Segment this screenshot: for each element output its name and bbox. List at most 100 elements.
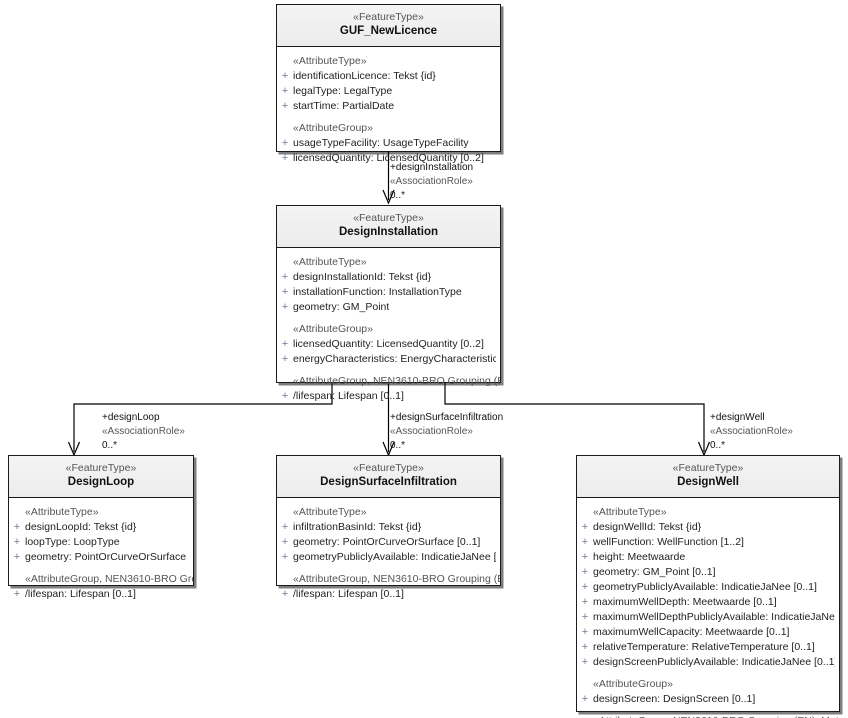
attribute-row: + designScreenPubliclyAvailable: Indicat… xyxy=(577,655,839,670)
visibility-marker: + xyxy=(581,656,589,668)
class-box-design-well[interactable]: «FeatureType» DesignWell «AttributeType»… xyxy=(576,455,840,718)
visibility-marker: + xyxy=(281,271,289,283)
attribute-row: + infiltrationBasinId: Tekst {id} xyxy=(277,520,500,535)
class-header-design-loop: «FeatureType» DesignLoop xyxy=(9,456,193,498)
visibility-marker: + xyxy=(13,551,21,563)
visibility-marker: + xyxy=(281,137,289,149)
attribute-text: infiltrationBasinId: Tekst {id} xyxy=(293,521,422,533)
attribute-text: identificationLicence: Tekst {id} xyxy=(293,70,436,82)
attribute-row: + /lifespan: Lifespan [0..1] xyxy=(277,389,500,404)
association-label-design-loop: +designLoop «AssociationRole» 0..* xyxy=(102,411,185,453)
attribute-row: + startTime: PartialDate xyxy=(277,99,500,114)
attribute-row: + maximumWellDepth: Meetwaarde [0..1] xyxy=(577,595,839,610)
attribute-text: height: Meetwaarde xyxy=(593,551,686,563)
attribute-row: + geometry: GM_Point xyxy=(277,300,500,315)
attribute-text: loopType: LoopType xyxy=(25,536,120,548)
class-box-design-loop[interactable]: «FeatureType» DesignLoop «AttributeType»… xyxy=(8,455,194,600)
attribute-text: geometry: GM_Point [0..1] xyxy=(593,566,716,578)
attribute-text: energyCharacteristics: EnergyCharacteris… xyxy=(293,353,496,365)
attribute-text: installationFunction: InstallationType xyxy=(293,286,462,298)
attribute-row: + maximumWellDepthPubliclyAvailable: Ind… xyxy=(577,610,839,625)
attribute-text: maximumWellCapacity: Meetwaarde [0..1] xyxy=(593,626,790,638)
attribute-text: geometry: PointOrCurveOrSurface [0..1] xyxy=(25,551,189,563)
attribute-text: startTime: PartialDate xyxy=(293,100,395,112)
attribute-row: + wellFunction: WellFunction [1..2] xyxy=(577,535,839,550)
attribute-text: /lifespan: Lifespan [0..1] xyxy=(25,588,136,600)
class-stereotype: «FeatureType» xyxy=(672,462,744,474)
attribute-row: + maximumWellCapacity: Meetwaarde [0..1] xyxy=(577,625,839,640)
class-header-design-installation: «FeatureType» DesignInstallation xyxy=(277,206,500,248)
attribute-group-heading: «AttributeType» xyxy=(293,256,367,268)
attribute-row: + licensedQuantity: LicensedQuantity [0.… xyxy=(277,337,500,352)
visibility-marker: + xyxy=(281,100,289,112)
visibility-marker: + xyxy=(13,536,21,548)
attribute-text: legalType: LegalType xyxy=(293,85,393,97)
class-box-design-installation[interactable]: «FeatureType» DesignInstallation «Attrib… xyxy=(276,205,501,402)
association-multiplicity: 0..* xyxy=(390,440,406,451)
visibility-marker: + xyxy=(581,626,589,638)
attribute-text: designInstallationId: Tekst {id} xyxy=(293,271,432,283)
attribute-row: + relativeTemperature: RelativeTemperatu… xyxy=(577,640,839,655)
class-stereotype: «FeatureType» xyxy=(353,212,424,224)
attribute-row: + installationFunction: InstallationType xyxy=(277,285,500,300)
attribute-row: + geometryPubliclyAvailable: IndicatieJa… xyxy=(577,580,839,595)
association-stereotype: «AssociationRole» xyxy=(102,426,185,437)
class-body-design-surface-infiltration: «AttributeType» + infiltrationBasinId: T… xyxy=(277,498,500,610)
attribute-text: licensedQuantity: LicensedQuantity [0..2… xyxy=(293,338,484,350)
attribute-group-heading: «AttributeGroup» xyxy=(593,678,673,690)
class-name: GUF_NewLicence xyxy=(339,25,438,37)
class-name: DesignInstallation xyxy=(338,226,439,238)
attribute-row: + identificationLicence: Tekst {id} xyxy=(277,69,500,84)
visibility-marker: + xyxy=(281,521,289,533)
class-stereotype: «FeatureType» xyxy=(353,462,424,474)
attribute-group-heading: «AttributeGroup, NEN3610-BRO Grouping (E… xyxy=(577,714,839,718)
class-box-guf-new-licence[interactable]: «FeatureType» GUF_NewLicence «AttributeT… xyxy=(276,4,501,164)
class-box-design-surface-infiltration[interactable]: «FeatureType» DesignSurfaceInfiltration … xyxy=(276,455,501,600)
attribute-text: geometryPubliclyAvailable: IndicatieJaNe… xyxy=(293,551,496,563)
association-multiplicity: 0..* xyxy=(710,440,726,451)
association-role-name: +designWell xyxy=(710,412,765,423)
attribute-group-heading: «AttributeGroup, NEN3610-BRO Grouping (E… xyxy=(293,573,500,585)
class-name: DesignWell xyxy=(677,476,739,488)
visibility-marker: + xyxy=(581,611,589,623)
association-stereotype: «AssociationRole» xyxy=(390,176,473,187)
attribute-group-heading: «AttributeType» xyxy=(293,506,367,518)
attribute-text: /lifespan: Lifespan [0..1] xyxy=(293,588,404,600)
class-body-guf-new-licence: «AttributeType» + identificationLicence:… xyxy=(277,47,500,174)
visibility-marker: + xyxy=(281,70,289,82)
attribute-text: designWellId: Tekst {id} xyxy=(593,521,702,533)
attribute-row: + geometryPubliclyAvailable: IndicatieJa… xyxy=(277,550,500,565)
attribute-text: maximumWellDepth: Meetwaarde [0..1] xyxy=(593,596,777,608)
association-label-design-well: +designWell «AssociationRole» 0..* xyxy=(710,411,793,453)
attribute-row: + designLoopId: Tekst {id} xyxy=(9,520,193,535)
visibility-marker: + xyxy=(281,588,289,600)
arrowhead-design-loop xyxy=(67,441,81,457)
attribute-row: + geometry: PointOrCurveOrSurface [0..1] xyxy=(9,550,193,565)
association-stereotype: «AssociationRole» xyxy=(390,426,473,437)
attribute-text: wellFunction: WellFunction [1..2] xyxy=(593,536,744,548)
association-label-design-installation: +designInstallation «AssociationRole» 0.… xyxy=(390,161,473,203)
attribute-text: designScreen: DesignScreen [0..1] xyxy=(593,693,756,705)
arrowhead-design-well xyxy=(697,441,711,457)
visibility-marker: + xyxy=(13,521,21,533)
attribute-row: + geometry: GM_Point [0..1] xyxy=(577,565,839,580)
visibility-marker: + xyxy=(581,596,589,608)
association-stereotype: «AssociationRole» xyxy=(710,426,793,437)
visibility-marker: + xyxy=(281,536,289,548)
attribute-group-heading: «AttributeType» xyxy=(293,55,367,67)
class-stereotype: «FeatureType» xyxy=(65,462,137,474)
class-body-design-well: «AttributeType» + designWellId: Tekst {i… xyxy=(577,498,839,718)
attribute-text: usageTypeFacility: UsageTypeFacility xyxy=(293,137,469,149)
visibility-marker: + xyxy=(281,353,289,365)
class-header-design-well: «FeatureType» DesignWell xyxy=(577,456,839,498)
attribute-row: + loopType: LoopType xyxy=(9,535,193,550)
visibility-marker: + xyxy=(281,301,289,313)
attribute-row: + licensedQuantity: LicensedQuantity [0.… xyxy=(277,151,500,166)
visibility-marker: + xyxy=(581,521,589,533)
class-body-design-installation: «AttributeType» + designInstallationId: … xyxy=(277,248,500,412)
attribute-row: + usageTypeFacility: UsageTypeFacility xyxy=(277,136,500,151)
association-role-name: +designInstallation xyxy=(390,162,474,173)
visibility-marker: + xyxy=(581,581,589,593)
visibility-marker: + xyxy=(281,152,289,164)
attribute-row: + designInstallationId: Tekst {id} xyxy=(277,270,500,285)
